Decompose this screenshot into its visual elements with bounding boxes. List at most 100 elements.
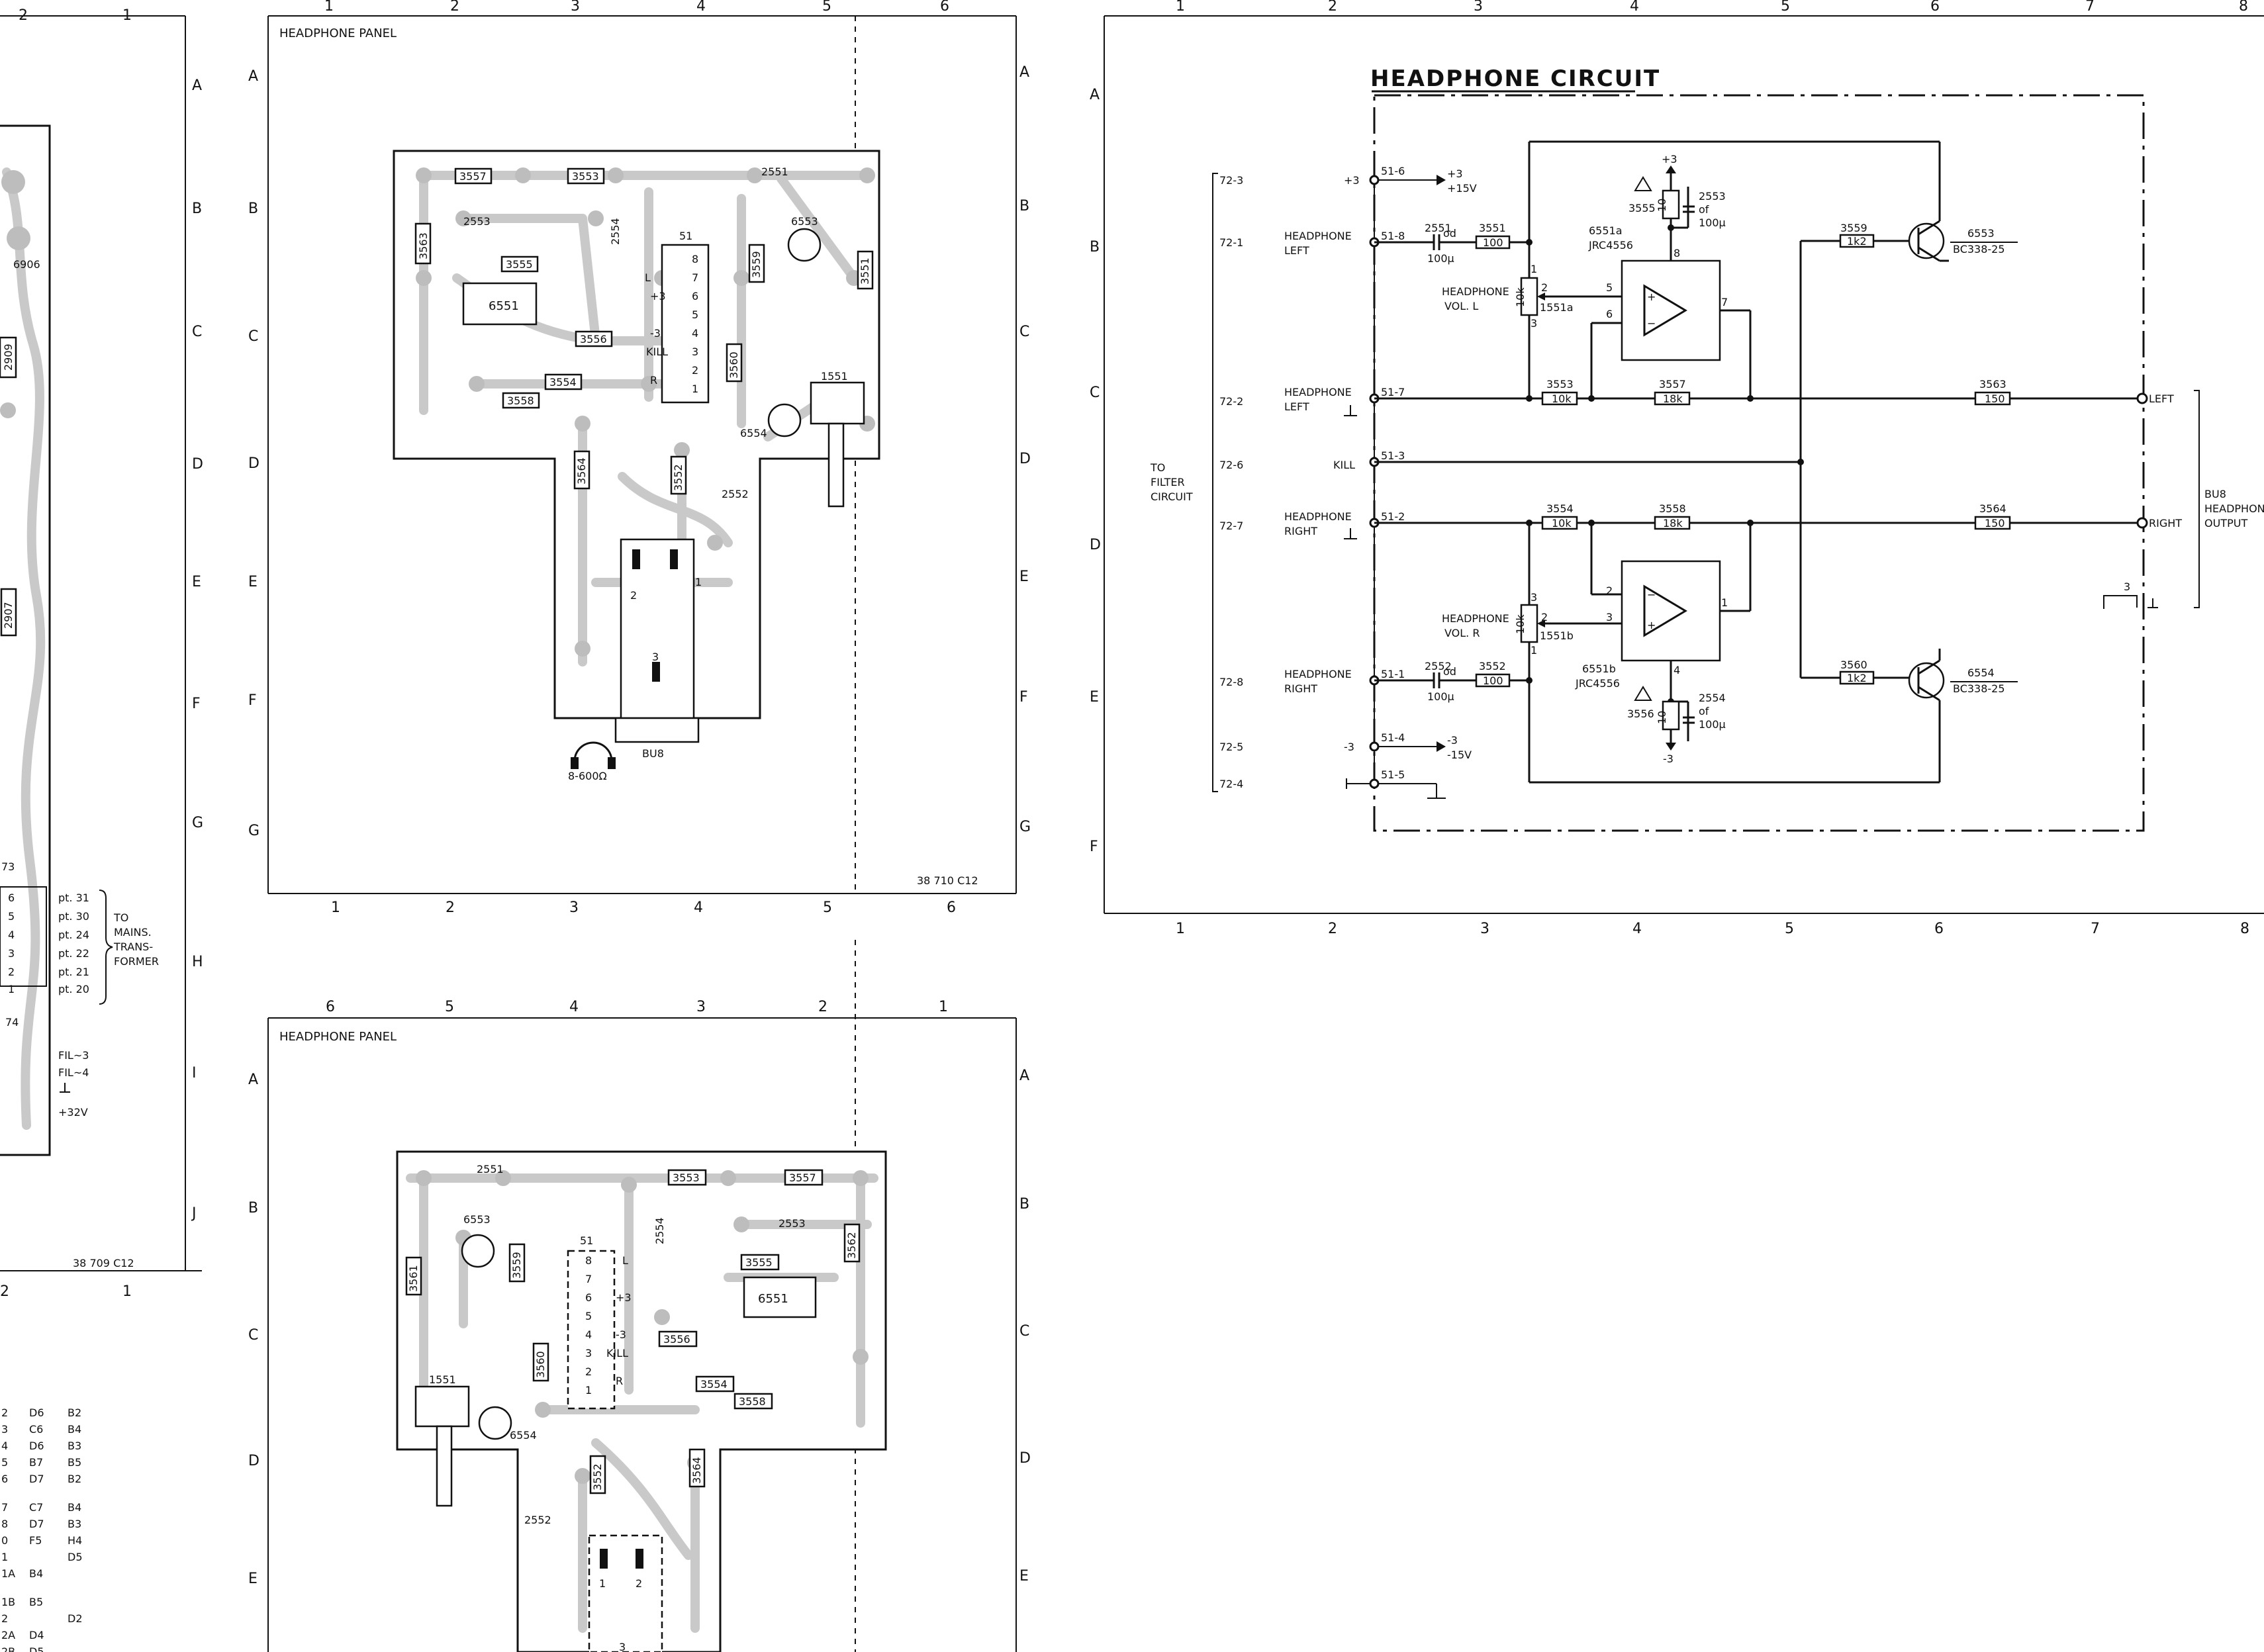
jack-pin-label: 3: [2124, 580, 2130, 593]
part-ref: 3556: [1627, 708, 1654, 720]
pcb-part-label: 3554: [700, 1378, 728, 1391]
left-board-ref: 74: [5, 1016, 19, 1029]
headphone-impedance: 8-600Ω: [568, 770, 607, 782]
part-ref: 2554: [1699, 692, 1726, 704]
pcb-part-label: 3562: [845, 1232, 858, 1259]
connector-signal: R: [616, 1375, 623, 1387]
pcb-part-label: 3553: [572, 170, 599, 183]
panel-bottom-col: 5: [445, 999, 454, 1015]
panel-top-row: G: [1019, 819, 1031, 835]
left-col-label: 1: [122, 7, 132, 24]
connector-signal: +3: [616, 1291, 632, 1304]
input-brace: [1212, 173, 1218, 792]
jack-pin: [600, 1549, 608, 1569]
input-label: RIGHT: [1284, 525, 1317, 537]
part-ref: 6553: [1967, 227, 1995, 240]
input-ref: 72-7: [1219, 520, 1243, 532]
pcb-part-label: 3556: [580, 333, 607, 345]
part-ref: 3553: [1546, 378, 1574, 390]
pcb-part-label: 6554: [510, 1429, 537, 1442]
output-brace: [2194, 390, 2200, 608]
pcb-ic-label: 6551: [758, 1292, 788, 1306]
left-board-pad: [1, 170, 25, 194]
pcb-part-label: 2552: [722, 488, 749, 500]
pcb-part-label: 3551: [859, 257, 871, 285]
jack-pin: [670, 549, 678, 569]
left-partial-sheet: 2 1 A B C D E F G H I J 6906 2909 2907 7…: [0, 7, 203, 1652]
panel-bottom-col: 3: [696, 999, 706, 1015]
connector-pin: 2: [585, 1365, 592, 1378]
input-pin: 51-4: [1381, 731, 1405, 744]
input-ref: 72-4: [1219, 778, 1243, 790]
connector-pin: 5: [692, 308, 698, 321]
input-ref: 72-1: [1219, 236, 1243, 249]
pcb-part-label: 3554: [549, 376, 577, 389]
ref-table-cell: 1: [1, 1551, 8, 1563]
panel-top-row: A: [1019, 64, 1029, 81]
panel-border: [1373, 94, 2145, 832]
panel-top-col: 5: [823, 899, 832, 916]
jack-ground-contact: [2103, 595, 2138, 609]
connector-signal: -3: [616, 1328, 626, 1341]
schem-col: 7: [2091, 921, 2100, 937]
connector-signal: KILL: [606, 1347, 628, 1359]
input-label: HEADPHONE: [1284, 230, 1352, 242]
pcb-part-label: 1551: [429, 1373, 456, 1386]
left-board-track: [2, 167, 46, 1130]
panel-top-resistors: 3557 3553 2551 3563 2553 2554 3555 3556 …: [414, 165, 874, 500]
part-value: 10k: [1552, 517, 1572, 529]
part-value: 1k2: [1847, 672, 1867, 684]
input-row-72-5: 72-5 -3 51-4 -3 -15V: [1219, 731, 1472, 761]
headphone-panel-top: 1 2 3 4 5 6 1 2 3 4 5 6 A B C D E F G A …: [248, 0, 1031, 916]
to-mains-point: pt. 22: [58, 947, 89, 960]
pin-number: 1: [1531, 644, 1537, 657]
left-col-label: 1: [122, 1283, 132, 1300]
bu8-label: HEADPHONE: [2204, 502, 2264, 515]
panel-bottom-col: 2: [818, 999, 827, 1015]
connector-signal: -3: [650, 327, 661, 340]
panel-top-col: 2: [446, 899, 455, 916]
part-mark: od: [1443, 665, 1456, 678]
panel-top-row: D: [1019, 451, 1031, 467]
panel-top-pads: [416, 167, 875, 657]
connector-pin: 1: [8, 983, 15, 995]
left-col-label: 2: [19, 7, 28, 24]
ref-table-cell: D7: [29, 1518, 44, 1530]
left-channel: 2551 od 100μ 3551 100 10k HEADPHONE VOL.…: [1374, 140, 2137, 678]
pin-number: 5: [1606, 281, 1613, 294]
to-mains-label: MAINS.: [114, 926, 152, 939]
connector-pin: 5: [585, 1310, 592, 1322]
panel-top-transistor-6554: [767, 403, 802, 437]
part-ref: 3551: [1479, 222, 1506, 234]
panel-top-row: E: [248, 574, 258, 590]
left-row-label: G: [192, 815, 203, 831]
jack-label: BU8: [642, 747, 664, 760]
pcb-part-label: 3555: [506, 258, 533, 271]
input-pin: 51-6: [1381, 165, 1405, 177]
part-value: 10k: [1552, 392, 1572, 405]
input-row-72-2: 72-2 HEADPHONE LEFT 51-7: [1219, 386, 1405, 416]
part-ref: 6551b: [1582, 663, 1616, 675]
part-mark: of: [1699, 705, 1709, 717]
schem-col: 8: [2239, 0, 2248, 15]
connector-pin: 3: [8, 947, 15, 960]
part-value: JRC4556: [1588, 239, 1633, 252]
input-pin: 51-5: [1381, 768, 1405, 781]
panel-bottom-row: E: [248, 1571, 258, 1587]
pcb-part-label: 3555: [745, 1256, 773, 1269]
input-label: LEFT: [1284, 400, 1309, 413]
input-ref: 72-3: [1219, 174, 1243, 187]
connector-pin: 5: [8, 910, 15, 923]
to-filter-label: TO: [1150, 461, 1165, 474]
panel-bottom-row: A: [248, 1072, 258, 1088]
panel-top-col: 2: [450, 0, 459, 15]
supply-label: -15V: [1447, 749, 1472, 761]
connector-signal: L: [645, 271, 651, 284]
panel-top-row: E: [1019, 569, 1029, 585]
pin-number: 1: [1531, 263, 1537, 275]
pin-number: 1: [1721, 596, 1728, 609]
ref-table-cell: B5: [68, 1456, 81, 1469]
ref-table-cell: D6: [29, 1406, 44, 1419]
opamp-minus: −: [1647, 588, 1656, 601]
schem-col: 5: [1781, 0, 1790, 15]
